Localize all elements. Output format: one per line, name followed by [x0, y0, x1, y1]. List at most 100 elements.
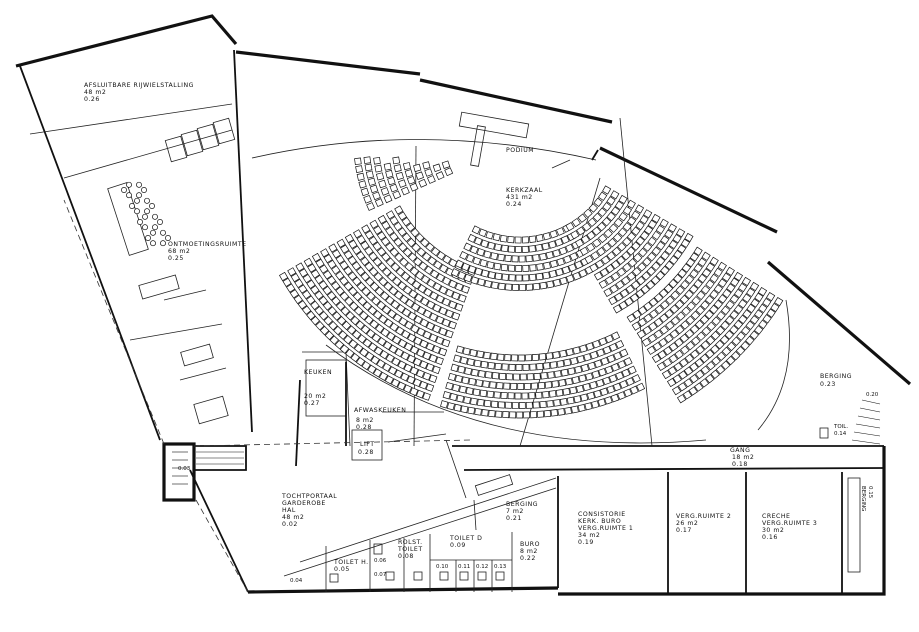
chair: [566, 396, 575, 405]
chair: [645, 280, 656, 290]
chair: [610, 271, 621, 282]
chair: [733, 288, 744, 299]
chair: [425, 321, 435, 331]
chair: [441, 160, 451, 169]
chair: [438, 327, 448, 336]
chair: [583, 353, 592, 362]
chair: [401, 329, 411, 339]
chair: [610, 206, 621, 216]
meeting-chair: [137, 219, 143, 225]
chair: [420, 237, 430, 248]
chair: [430, 246, 441, 257]
chair: [293, 294, 303, 305]
chair: [418, 261, 428, 271]
chair: [626, 246, 636, 256]
chair: [512, 283, 520, 291]
chair: [390, 378, 401, 388]
chair: [467, 406, 476, 415]
chair: [604, 365, 614, 375]
chair: [625, 377, 635, 387]
chair: [637, 317, 647, 327]
label-012: 0.12: [476, 564, 488, 570]
chair: [318, 311, 329, 321]
chair: [749, 330, 760, 340]
chair: [671, 385, 682, 396]
chair: [565, 377, 573, 386]
chair: [459, 356, 469, 365]
chair: [410, 302, 421, 312]
chair: [685, 315, 696, 326]
chair: [404, 320, 414, 330]
chair: [564, 406, 572, 415]
meeting-chair: [126, 181, 132, 188]
chair: [287, 267, 297, 277]
chair: [556, 257, 565, 267]
chair: [423, 287, 433, 297]
chair: [684, 274, 695, 285]
chair: [504, 254, 512, 263]
chair: [480, 360, 489, 369]
chair: [416, 369, 425, 379]
chair: [451, 291, 461, 301]
chair: [604, 275, 615, 286]
chair: [741, 276, 752, 287]
chair: [518, 354, 526, 362]
chair: [450, 363, 459, 372]
chair: [569, 252, 579, 262]
chair: [425, 383, 435, 392]
chair: [445, 329, 454, 339]
chair: [422, 161, 431, 170]
kerkzaal-seating: [279, 156, 784, 419]
chair: [617, 227, 628, 238]
chair: [403, 363, 413, 373]
chair: [680, 238, 691, 248]
chair: [537, 381, 546, 390]
chair: [318, 280, 328, 290]
chair: [556, 360, 565, 368]
chair: [397, 381, 406, 391]
chair: [582, 222, 592, 232]
meeting-chair: [136, 192, 142, 199]
chair: [651, 353, 662, 364]
chair: [542, 232, 551, 241]
chair: [369, 319, 379, 330]
chair: [631, 210, 641, 220]
chair: [555, 227, 565, 236]
chair: [376, 231, 387, 241]
chair: [606, 385, 616, 394]
chair: [426, 278, 436, 288]
chair: [323, 316, 334, 326]
meeting-chair: [142, 213, 148, 220]
chair: [356, 235, 366, 245]
chair: [592, 238, 602, 248]
chair: [629, 293, 640, 303]
chair: [602, 185, 612, 195]
chair: [402, 162, 412, 171]
chair: [348, 286, 358, 297]
chair: [521, 245, 529, 253]
chair: [757, 286, 768, 297]
chair: [307, 263, 317, 273]
chair: [457, 365, 466, 374]
label-004: 0.04: [290, 578, 303, 584]
chair: [339, 276, 349, 286]
chair: [483, 399, 492, 408]
chair: [701, 268, 712, 278]
chair: [470, 397, 478, 406]
chair: [546, 280, 555, 289]
chair: [469, 245, 479, 255]
chair: [324, 330, 335, 341]
chair: [473, 236, 483, 246]
chair: [515, 274, 523, 282]
chair: [664, 260, 675, 271]
chair: [682, 390, 693, 400]
meeting-chair: [150, 240, 156, 247]
chair: [646, 266, 656, 276]
chair: [394, 369, 404, 379]
chair: [335, 270, 345, 281]
chair: [679, 358, 689, 368]
chair: [400, 186, 410, 196]
chair: [637, 262, 647, 272]
